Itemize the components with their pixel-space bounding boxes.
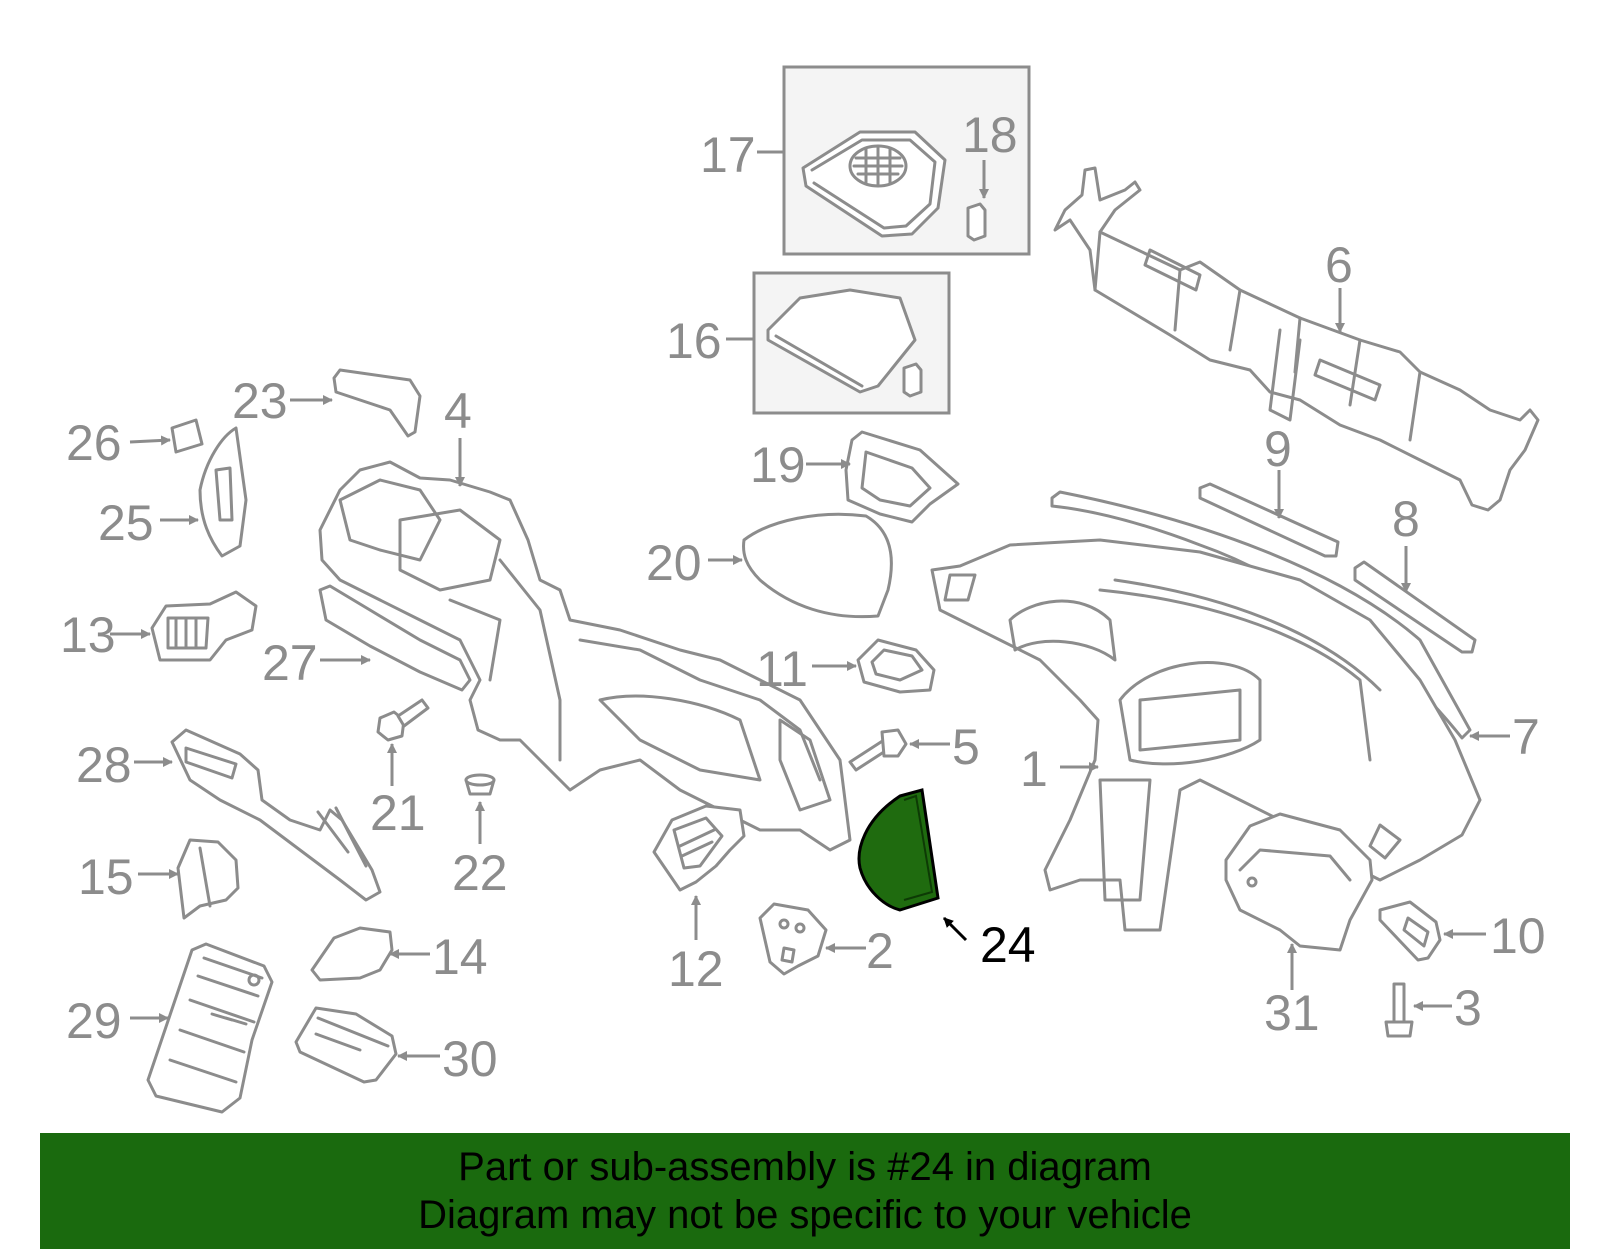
callout-29[interactable]: 29 (66, 993, 122, 1049)
part-22-push-clip[interactable] (464, 773, 496, 796)
part-15-vent[interactable] (176, 838, 240, 920)
callout-9[interactable]: 9 (1264, 421, 1292, 477)
part-2-switch-panel[interactable] (758, 902, 828, 976)
callout-17[interactable]: 17 (700, 127, 756, 183)
callout-24[interactable]: 24 (980, 917, 1036, 973)
callout-23[interactable]: 23 (232, 373, 288, 429)
callout-6[interactable]: 6 (1325, 237, 1353, 293)
callout-10[interactable]: 10 (1490, 908, 1546, 964)
part-17-speaker-grille[interactable] (801, 130, 947, 238)
part-6-cross-beam[interactable] (1053, 166, 1540, 512)
callout-14[interactable]: 14 (432, 929, 488, 985)
callout-8[interactable]: 8 (1392, 491, 1420, 547)
part-11-switch-bezel[interactable] (856, 638, 936, 694)
callout-21[interactable]: 21 (370, 785, 426, 841)
callout-15[interactable]: 15 (78, 849, 134, 905)
callout-26[interactable]: 26 (66, 415, 122, 471)
part-27-bracket[interactable] (318, 584, 472, 692)
part-31-instrument-cluster[interactable] (1224, 812, 1374, 952)
callout-4[interactable]: 4 (444, 383, 472, 439)
part-16-cover[interactable] (766, 288, 923, 398)
callout-12[interactable]: 12 (668, 941, 724, 997)
part-4-instrument-frame[interactable] (318, 460, 852, 852)
banner-line-2: Diagram may not be specific to your vehi… (418, 1193, 1192, 1237)
callout-11[interactable]: 11 (756, 641, 808, 697)
part-3-bolt[interactable] (1384, 982, 1414, 1038)
callout-31[interactable]: 31 (1264, 985, 1320, 1041)
banner-line-1: Part or sub-assembly is #24 in diagram (458, 1145, 1152, 1189)
part-21-bolt[interactable] (376, 698, 430, 742)
callout-27[interactable]: 27 (262, 635, 318, 691)
part-23-trim[interactable] (332, 368, 422, 438)
callout-7[interactable]: 7 (1512, 709, 1540, 765)
info-banner: Part or sub-assembly is #24 in diagram D… (40, 1133, 1570, 1249)
callout-13[interactable]: 13 (60, 607, 116, 663)
callout-20[interactable]: 20 (646, 535, 702, 591)
parts-diagram: 18 17 16 6 9 8 7 (60, 65, 1546, 1114)
callout-22[interactable]: 22 (452, 845, 508, 901)
part-18-clip[interactable] (966, 160, 989, 242)
callout-30[interactable]: 30 (442, 1031, 498, 1087)
part-19-bezel[interactable] (844, 430, 960, 524)
part-5-bolt[interactable] (848, 728, 908, 772)
part-10-trim-piece[interactable] (1378, 900, 1442, 962)
part-25-side-trim[interactable] (198, 426, 248, 558)
callout-18[interactable]: 18 (962, 107, 1018, 163)
callout-2[interactable]: 2 (866, 923, 894, 979)
part-20-speaker-cover[interactable] (742, 512, 893, 619)
part-9-trim-strip[interactable] (1198, 482, 1340, 558)
callout-28[interactable]: 28 (76, 737, 132, 793)
part-12-vent[interactable] (652, 804, 746, 892)
callout-5[interactable]: 5 (952, 719, 980, 775)
callout-1[interactable]: 1 (1020, 741, 1048, 797)
callout-3[interactable]: 3 (1454, 980, 1482, 1036)
part-14-cover[interactable] (310, 926, 394, 982)
part-13-air-vent[interactable] (150, 590, 258, 662)
callout-19[interactable]: 19 (750, 437, 806, 493)
callout-25[interactable]: 25 (98, 495, 154, 551)
callout-16[interactable]: 16 (666, 313, 722, 369)
part-24-highlighted-panel[interactable] (857, 788, 940, 912)
part-28-glove-box[interactable] (170, 728, 382, 902)
part-8-trim-strip[interactable] (1353, 560, 1477, 654)
part-26-pad[interactable] (170, 418, 204, 454)
part-30-storage-tray[interactable] (294, 1006, 398, 1084)
part-29-center-bezel[interactable] (146, 942, 274, 1114)
